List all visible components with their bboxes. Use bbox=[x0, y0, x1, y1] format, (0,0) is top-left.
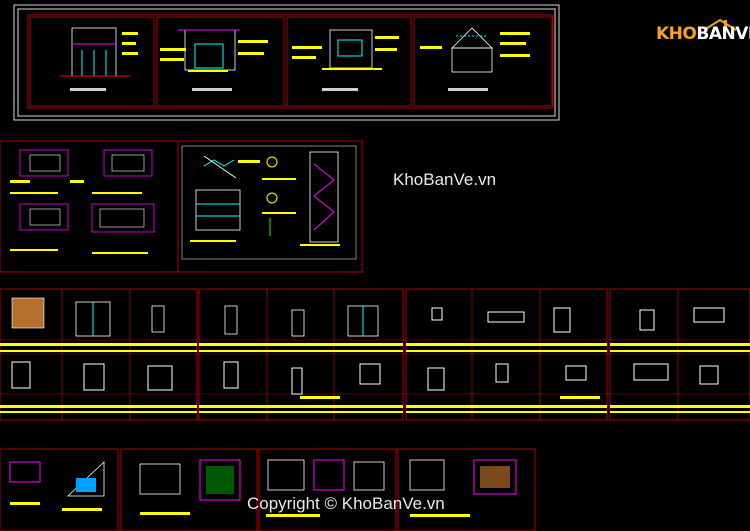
elevation-sheet-1 bbox=[29, 16, 155, 107]
elevation-sheet-group bbox=[13, 4, 560, 121]
door-window-schedule-group bbox=[0, 288, 750, 421]
elevation-sheet-4 bbox=[413, 16, 553, 107]
stair-detail-sheet-group bbox=[177, 140, 363, 273]
wc-detail-sheet-group bbox=[0, 448, 536, 531]
logo-part-kho: KHO bbox=[656, 24, 697, 44]
brand-logo[interactable]: KHOBANVE bbox=[656, 24, 750, 44]
detail-sheet-group-left bbox=[0, 140, 179, 273]
watermark-copyright: Copyright © KhoBanVe.vn bbox=[247, 494, 445, 513]
elevation-sheet-3 bbox=[286, 16, 412, 107]
logo-part-banve: BANVE bbox=[696, 24, 750, 44]
watermark-brand: KhoBanVe.vn bbox=[393, 170, 497, 189]
elevation-sheet-2 bbox=[156, 16, 285, 107]
house-roof-icon bbox=[703, 18, 737, 31]
